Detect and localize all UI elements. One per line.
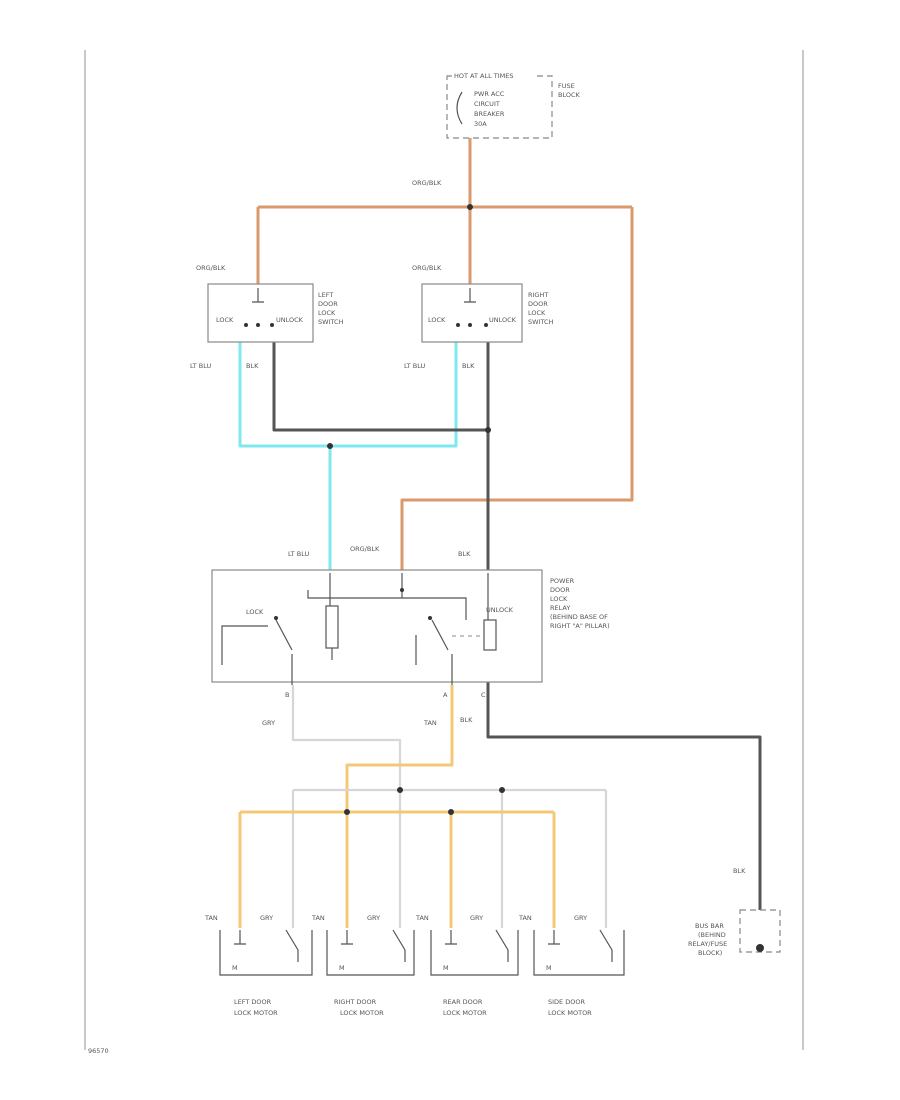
motor-3-tan-label: TAN [415, 914, 429, 922]
side-door-lock-motor: TAN GRY M SIDE DOOR LOCK MOTOR [518, 914, 625, 1017]
left-switch-lock-label: LOCK [216, 316, 234, 324]
left-switch-input-label: ORG/BLK [196, 264, 226, 272]
motor-2-tan-label: TAN [311, 914, 325, 922]
splice-tan-1 [344, 809, 350, 815]
right-switch-name-3: LOCK [528, 309, 546, 317]
fuse-side-label-1: FUSE [558, 82, 575, 90]
relay-unlock-label: UNLOCK [486, 606, 514, 614]
fuse-line-2: CIRCUIT [474, 100, 500, 108]
relay-in-org-label: ORG/BLK [350, 545, 380, 553]
rear-door-lock-motor: TAN GRY M REAR DOOR LOCK MOTOR [415, 914, 519, 1017]
wire-tan-out [345, 685, 454, 812]
motor-4-gry-label: GRY [574, 914, 587, 922]
relay-lock-label: LOCK [246, 608, 264, 616]
motor-4-name-1: SIDE DOOR [548, 998, 585, 1006]
motor-1-tan-label: TAN [204, 914, 218, 922]
ground-wire-label: BLK [733, 867, 746, 875]
relay-name-3: LOCK [550, 595, 568, 603]
right-switch-name-1: RIGHT [528, 291, 548, 299]
motor-3-name-1: REAR DOOR [443, 998, 483, 1006]
right-switch-out-blk: BLK [462, 362, 475, 370]
bus-bar-ground: BLK BUS BAR (BEHIND RELAY/FUSE BLOCK) [688, 867, 781, 957]
motor-2-gry-label: GRY [367, 914, 380, 922]
wire-blk-to-ground [486, 680, 762, 945]
fuse-line-1: PWR ACC [474, 90, 505, 98]
relay-pin-c: C [481, 691, 486, 699]
relay-name-4: RELAY [550, 604, 570, 612]
splice-gry-1 [397, 787, 403, 793]
motor-2-m: M [339, 964, 345, 972]
motor-4-tan-label: TAN [518, 914, 532, 922]
motor-3-gry-label: GRY [470, 914, 483, 922]
fuse-side-label-2: BLOCK [558, 91, 581, 99]
motor-4-m: M [546, 964, 552, 972]
right-door-lock-motor: TAN GRY M RIGHT DOOR LOCK MOTOR [311, 914, 415, 1017]
left-door-lock-switch: ORG/BLK LOCK UNLOCK LEFT DOOR LOCK SWITC… [190, 264, 344, 370]
left-door-lock-motor: TAN GRY M LEFT DOOR LOCK MOTOR [204, 914, 313, 1017]
relay-name-5: (BEHIND BASE OF [550, 613, 608, 621]
fuse-line-4: 30A [474, 120, 487, 128]
splice-gry-2 [499, 787, 505, 793]
motor-4-name-2: LOCK MOTOR [548, 1009, 592, 1017]
motor-1-gry-label: GRY [260, 914, 273, 922]
right-switch-unlock-label: UNLOCK [489, 316, 517, 324]
relay-in-ltblu-label: LT BLU [288, 550, 310, 558]
relay-out-blk-label: BLK [460, 716, 473, 724]
right-switch-name-4: SWITCH [528, 318, 554, 326]
ground-label-2: (BEHIND [698, 931, 726, 939]
left-switch-unlock-label: UNLOCK [276, 316, 304, 324]
ground-label-4: BLOCK) [698, 949, 722, 957]
right-switch-name-2: DOOR [528, 300, 548, 308]
fuse-header: HOT AT ALL TIMES [454, 72, 514, 80]
relay-pin-a: A [443, 691, 448, 699]
left-switch-out-blk: BLK [246, 362, 259, 370]
right-switch-input-label: ORG/BLK [412, 264, 442, 272]
splice-blk [485, 427, 491, 433]
left-switch-out-ltblu: LT BLU [190, 362, 212, 370]
ground-label-1: BUS BAR [695, 922, 724, 930]
splice-ltblu [327, 443, 333, 449]
motor-3-name-2: LOCK MOTOR [443, 1009, 487, 1017]
left-switch-name-1: LEFT [318, 291, 333, 299]
ground-label-3: RELAY/FUSE [688, 940, 727, 948]
motor-2-name-2: LOCK MOTOR [340, 1009, 384, 1017]
relay-pin-b: B [285, 691, 289, 699]
power-door-lock-relay: LT BLU ORG/BLK BLK LOCK UNLOCK POWER DOO… [211, 545, 610, 727]
relay-in-blk-label: BLK [458, 550, 471, 558]
footer-code: 96570 [88, 1047, 109, 1055]
right-door-lock-switch: ORG/BLK LOCK UNLOCK RIGHT DOOR LOCK SWIT… [404, 264, 554, 370]
relay-out-gry-label: GRY [262, 719, 275, 727]
motor-1-name-1: LEFT DOOR [234, 998, 272, 1006]
relay-name-6: RIGHT "A" PILLAR) [550, 622, 610, 630]
right-switch-out-ltblu: LT BLU [404, 362, 426, 370]
motor-1-m: M [232, 964, 238, 972]
splice-tan-2 [448, 809, 454, 815]
wire-ltblu-left [238, 340, 458, 448]
motor-2-name-1: RIGHT DOOR [334, 998, 377, 1006]
relay-name-2: DOOR [550, 586, 570, 594]
feed-wire-label: ORG/BLK [412, 179, 442, 187]
wire-org-to-relay [400, 207, 634, 570]
wire-blk-left [272, 340, 488, 432]
fuse-block: HOT AT ALL TIMES PWR ACC CIRCUIT BREAKER… [446, 71, 581, 139]
right-switch-lock-label: LOCK [428, 316, 446, 324]
fuse-line-3: BREAKER [474, 110, 505, 118]
relay-name-1: POWER [550, 577, 575, 585]
left-switch-name-3: LOCK [318, 309, 336, 317]
relay-out-tan-label: TAN [423, 719, 437, 727]
motor-1-name-2: LOCK MOTOR [234, 1009, 278, 1017]
splice-org-top [467, 204, 473, 210]
left-switch-name-4: SWITCH [318, 318, 344, 326]
ground-terminal [756, 944, 764, 952]
motor-3-m: M [443, 964, 449, 972]
left-switch-name-2: DOOR [318, 300, 338, 308]
